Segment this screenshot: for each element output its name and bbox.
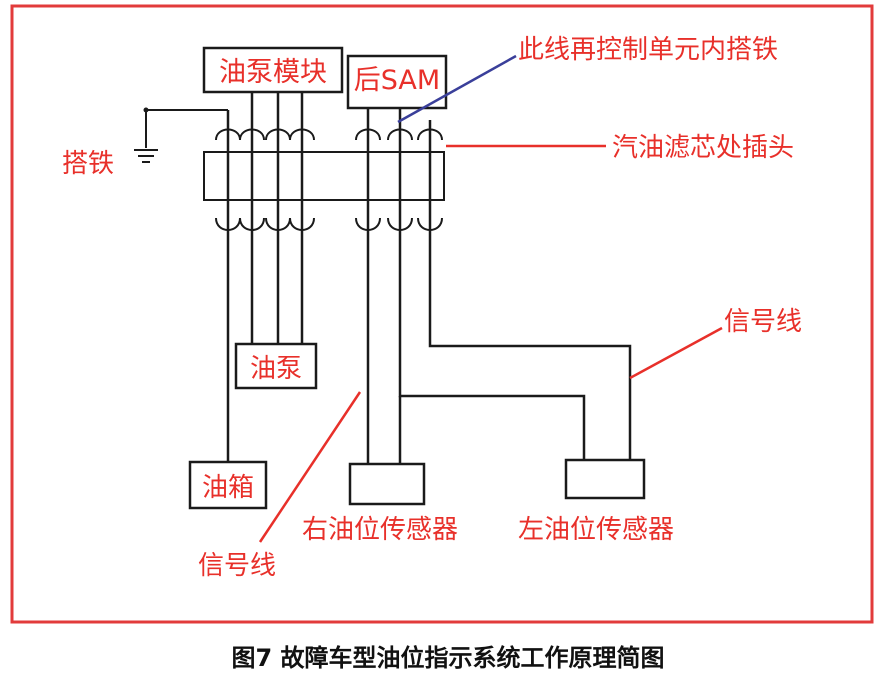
- signal-pointer-left: [629, 326, 723, 380]
- pump-module-box: [202, 46, 344, 94]
- right-sensor-box: [348, 462, 426, 506]
- rear-sam-label: 后SAM: [354, 65, 440, 96]
- signal-pointer-right: [258, 391, 362, 543]
- rear-sam-box: [346, 54, 448, 110]
- signal-wire-left-label: 信号线: [724, 307, 802, 337]
- fuel-pump-label: 油泵: [250, 354, 302, 384]
- figure-caption: 图7 故障车型油位指示系统工作原理简图: [231, 644, 664, 672]
- right-sensor-label: 右油位传感器: [302, 515, 458, 545]
- diagram-frame: [10, 4, 874, 624]
- fuel-pump-box: [234, 342, 318, 390]
- ground-label: 搭铁: [62, 149, 114, 179]
- connector-label: 汽油滤芯处插头: [612, 133, 794, 163]
- fuel-tank-label: 油箱: [202, 473, 254, 503]
- internal-ground-label: 此线再控制单元内搭铁: [518, 35, 778, 65]
- signal-wire-right-label: 信号线: [198, 551, 276, 581]
- left-sensor-label: 左油位传感器: [518, 515, 674, 545]
- ground-dot: [143, 107, 149, 113]
- left-sensor-box: [564, 458, 646, 500]
- internal-ground-pointer: [397, 54, 517, 124]
- connector-body: [203, 151, 445, 201]
- wires: [226, 92, 632, 464]
- fuel-tank-box: [188, 460, 268, 510]
- pump-module-label: 油泵模块: [219, 57, 327, 88]
